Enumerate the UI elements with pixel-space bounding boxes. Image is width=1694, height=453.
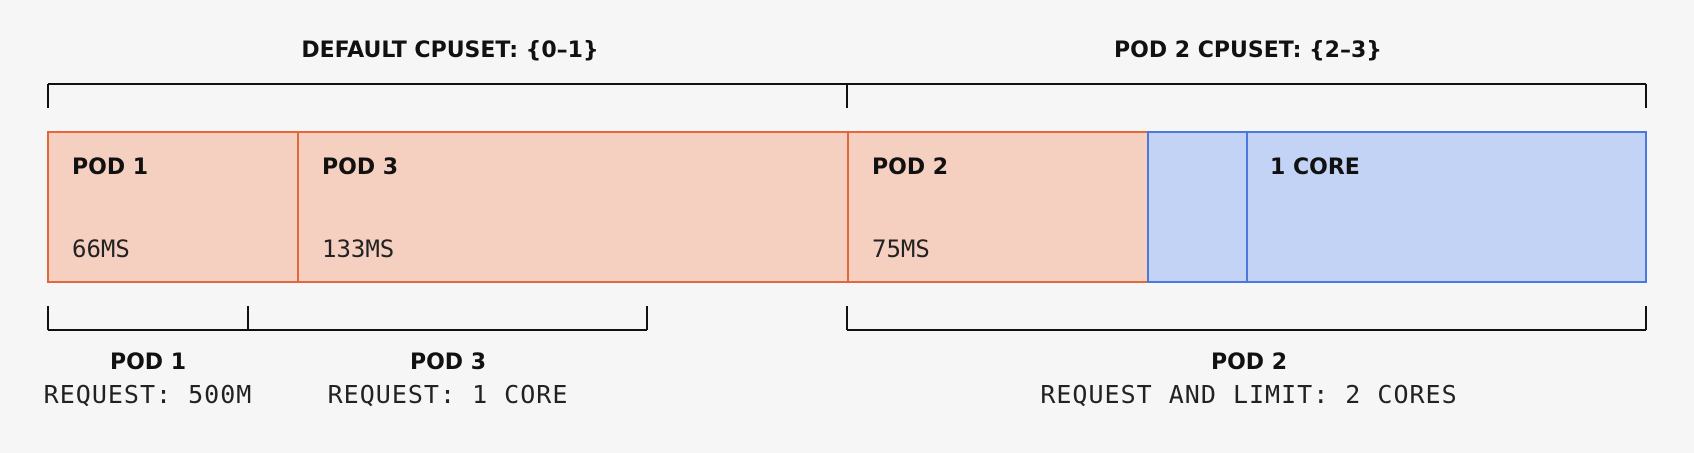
pod2-caption-title: POD 2 — [1210, 350, 1288, 375]
pod1-box-value: 66MS — [72, 235, 130, 263]
pod2-box: POD 2 75MS — [847, 131, 1149, 283]
top-bracket — [47, 83, 1647, 108]
core-box-label: 1 CORE — [1270, 155, 1360, 180]
pod1-caption-title: POD 1 — [109, 350, 187, 375]
pod2-box-value: 75MS — [872, 235, 930, 263]
pod3-box-label: POD 3 — [322, 155, 399, 180]
pod1-caption-text: REQUEST: 500M — [43, 380, 253, 409]
pod2-caption-text: REQUEST AND LIMIT: 2 CORES — [1040, 380, 1458, 409]
pod3-box-value: 133MS — [322, 235, 395, 263]
blue-spacer-box — [1147, 131, 1248, 283]
pod3-box: POD 3 133MS — [297, 131, 849, 283]
pod1-box: POD 1 66MS — [47, 131, 299, 283]
pod3-caption-title: POD 3 — [409, 350, 487, 375]
pod2-cpuset-title: POD 2 CPUSET: {2–3} — [1114, 38, 1382, 63]
bottom-bracket-pod1-pod3 — [47, 306, 648, 331]
bottom-bracket-pod2 — [846, 306, 1647, 331]
pod3-caption-text: REQUEST: 1 CORE — [327, 380, 569, 409]
pod2-box-label: POD 2 — [872, 155, 949, 180]
default-cpuset-title: DEFAULT CPUSET: {0–1} — [301, 38, 599, 63]
core-box: 1 CORE — [1246, 131, 1647, 283]
pod1-box-label: POD 1 — [72, 155, 149, 180]
